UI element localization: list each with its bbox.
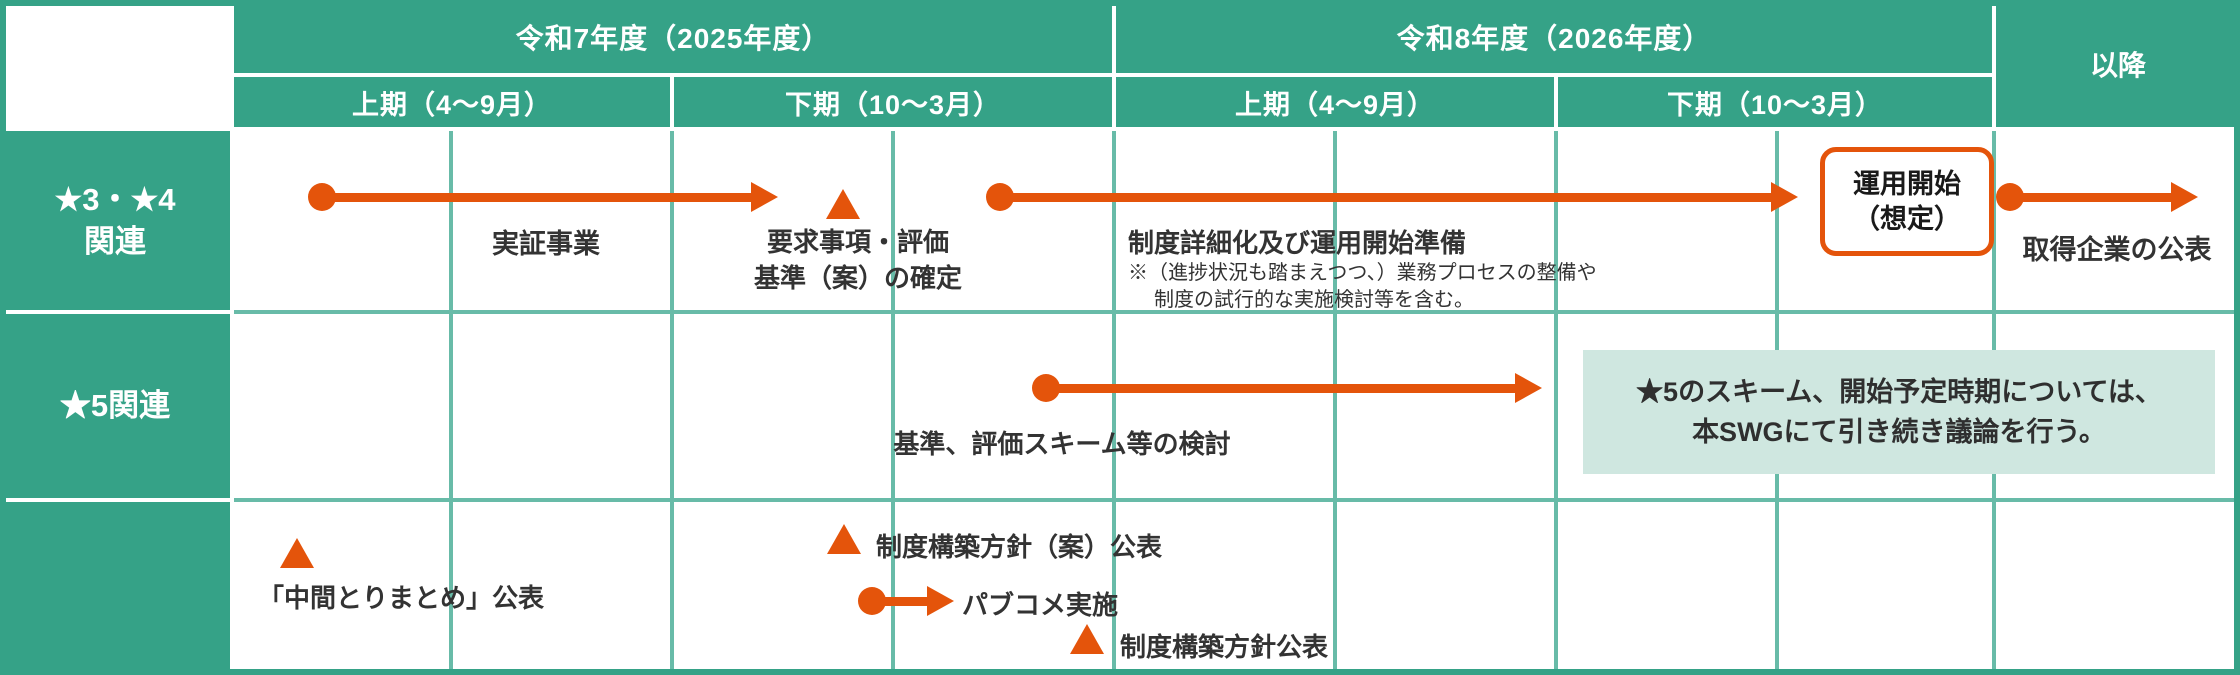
unyo-kaishi-box: 運用開始 （想定） (1820, 147, 1994, 256)
year-header-reiwa7: 令和7年度（2025年度） (234, 0, 1112, 73)
milestone-triangle-icon (826, 189, 860, 219)
grid-line-vertical (1554, 131, 1558, 669)
after-header: 以降 (1996, 0, 2240, 127)
half-header-r7-first: 上期（4～9月） (234, 77, 670, 127)
shutoku-label: 取得企業の公表 (2022, 235, 2212, 265)
arrow-shaft (330, 192, 753, 202)
seido-title: 制度詳細化及び運用開始準備 (1128, 228, 1467, 258)
timeline-arrow-shutoku (1996, 182, 2198, 212)
yokyu-label: 要求事項・評価 基準（案）の確定 (700, 224, 1016, 296)
table-border-bottom (0, 669, 2240, 675)
row-label-star34-line2: 関連 (84, 223, 146, 259)
grid-line-vertical (891, 131, 895, 669)
table-border-top (0, 0, 2240, 6)
timeline-arrow-kijun (1032, 373, 1542, 403)
jissho-label: 実証事業 (492, 229, 600, 259)
star5-callout: ★5のスキーム、開始予定時期については、 本SWGにて引き続き議論を行う。 (1583, 350, 2215, 474)
grid-line-vertical (1333, 131, 1337, 669)
row-label-star5-line1: ★5関連 (59, 388, 171, 423)
unyo-kaishi-line2: （想定） (1853, 203, 1961, 234)
row-label-star34-line1: ★3・★4 (54, 181, 176, 217)
arrow-head-icon (2171, 182, 2198, 212)
arrow-head-icon (1515, 373, 1542, 403)
half-header-r8-first: 上期（4～9月） (1116, 77, 1554, 127)
timeline-arrow-seido (986, 182, 1798, 212)
grid-line-horizontal (234, 310, 2234, 314)
arrow-head-icon (1771, 182, 1798, 212)
arrow-shaft (2018, 192, 2173, 202)
hoshin-label: 制度構築方針公表 (1120, 632, 1329, 662)
grid-line-vertical (449, 131, 453, 669)
star5-callout-line1: ★5のスキーム、開始予定時期については、 (1636, 377, 2162, 407)
half-header-r8-second: 下期（10～3月） (1558, 77, 1992, 127)
yokyu-label-line1: 要求事項・評価 (766, 227, 949, 257)
pubcome-label: パブコメ実施 (962, 590, 1119, 620)
unyo-kaishi-line1: 運用開始 (1853, 168, 1961, 199)
seido-block: 制度詳細化及び運用開始準備 ※（進捗状況も踏まえつつ、）業務プロセスの整備や 制… (1128, 226, 1597, 314)
yokyu-label-line2: 基準（案）の確定 (753, 263, 962, 293)
row-label-star5: ★5関連 (0, 314, 230, 498)
milestone-triangle-icon (1070, 624, 1104, 654)
arrow-shaft (1054, 383, 1517, 393)
arrow-shaft (1008, 192, 1773, 202)
seido-note2: 制度の試行的な実施検討等を含む。 (1154, 289, 1474, 311)
grid-line-vertical (670, 131, 674, 669)
row-label-empty (0, 502, 230, 675)
arrow-head-icon (927, 586, 954, 616)
kijun-label: 基準、評価スキーム等の検討 (893, 429, 1231, 459)
star5-callout-line2: 本SWGにて引き続き議論を行う。 (1692, 417, 2106, 447)
table-border-right (2234, 0, 2240, 675)
half-header-r7-second: 下期（10～3月） (674, 77, 1112, 127)
row-label-star34: ★3・★4 関連 (0, 131, 230, 310)
timeline-arrow-jissho (308, 182, 778, 212)
grid-line-vertical (1112, 131, 1116, 669)
table-border-left (0, 0, 6, 675)
milestone-triangle-icon (280, 538, 314, 568)
year-header-reiwa8: 令和8年度（2026年度） (1116, 0, 1992, 73)
seido-note1: ※（進捗状況も踏まえつつ、）業務プロセスの整備や (1128, 262, 1597, 284)
chukan-label: 「中間とりまとめ」公表 (258, 583, 545, 613)
grid-line-horizontal (234, 498, 2234, 502)
hoshin-an-label: 制度構築方針（案）公表 (876, 532, 1163, 562)
timeline-arrow-pubcome (858, 586, 954, 616)
arrow-head-icon (751, 182, 778, 212)
arrow-shaft (880, 596, 929, 606)
milestone-triangle-icon (827, 524, 861, 554)
